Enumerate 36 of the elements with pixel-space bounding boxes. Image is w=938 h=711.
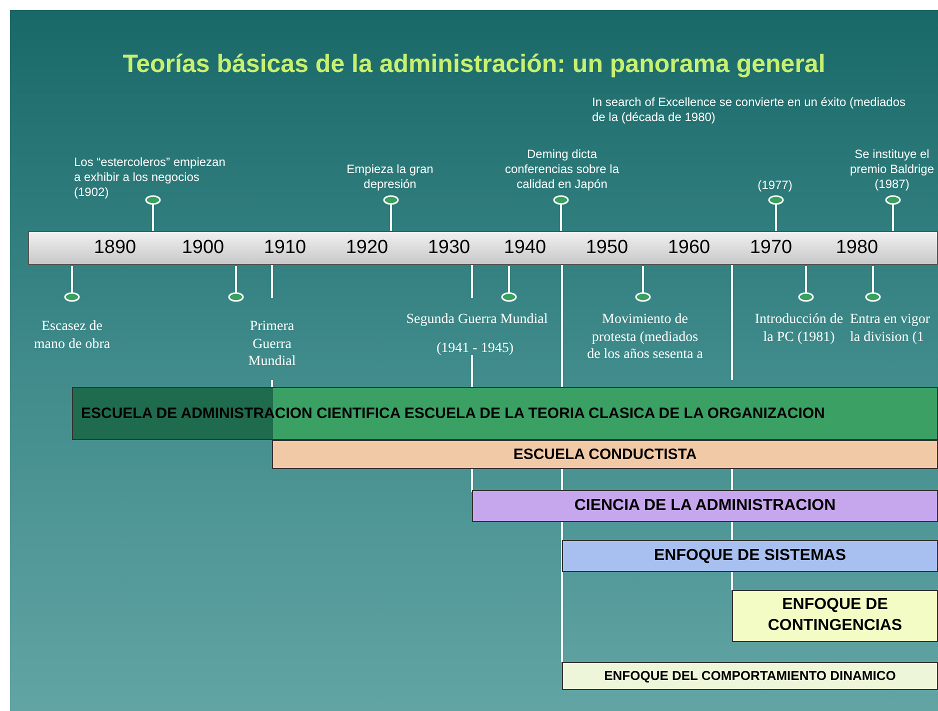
band-label: ENFOQUE DEL COMPORTAMIENTO DINAMICO [603,668,897,684]
decade-label: 1960 [666,237,712,259]
band-bar [562,662,938,690]
decade-label: 1980 [834,237,880,259]
band-label: ESCUELA DE ADMINISTRACION CIENTIFICA ESCUELA DE LA TEORIA CLASICA DE LA ORGANIZACION [80,404,826,424]
band-label: ENFOQUE DE CONTINGENCIAS [766,595,904,636]
band-label: CIENCIA DE LA ADMINISTRACION [573,496,837,516]
band-bar [472,490,938,522]
event-note: (1941 - 1945) [436,340,514,358]
band-label: ESCUELA CONDUCTISTA [512,444,698,464]
decade-label: 1950 [584,237,630,259]
event-note: Movimiento de protesta (mediados de los años sesenta a [586,311,704,364]
band-bar [72,387,938,440]
decade-label: 1930 [426,237,472,259]
event-note: Introducción de la PC (1981) [754,311,844,346]
decade-label: 1910 [262,237,308,259]
band-bar [732,590,938,642]
decade-label: 1900 [180,237,226,259]
event-note: In search of Excellence se convierte en un éxito (mediados de la (década de 1980) [592,95,907,125]
event-note: Deming dicta conferencias sobre la calidad en Japón [504,147,620,192]
band-label: ENFOQUE DE SISTEMAS [652,546,848,566]
event-note: Se instituye el premio Baldrige (1987) [848,147,936,192]
event-note: Primera Guerra Mundial [247,318,297,370]
event-note: (1977) [756,178,794,193]
decade-label: 1940 [502,237,548,259]
decade-label: 1920 [344,237,390,259]
event-note: Entra en vigor la division (1 [850,311,932,346]
event-note: Escasez de mano de obra [32,318,112,353]
band-bar [272,440,938,469]
event-note: Empieza la gran depresión [346,162,434,192]
event-note: Segunda Guerra Mundial [405,311,549,328]
decade-label: 1970 [748,237,794,259]
event-note: Los “estercoleros” empiezan a exhibir a los negocios (1902) [74,155,226,200]
slide-title: Teorías básicas de la administración: un panorama general [122,50,826,79]
decade-label: 1890 [92,237,138,259]
band-bar [562,540,938,572]
